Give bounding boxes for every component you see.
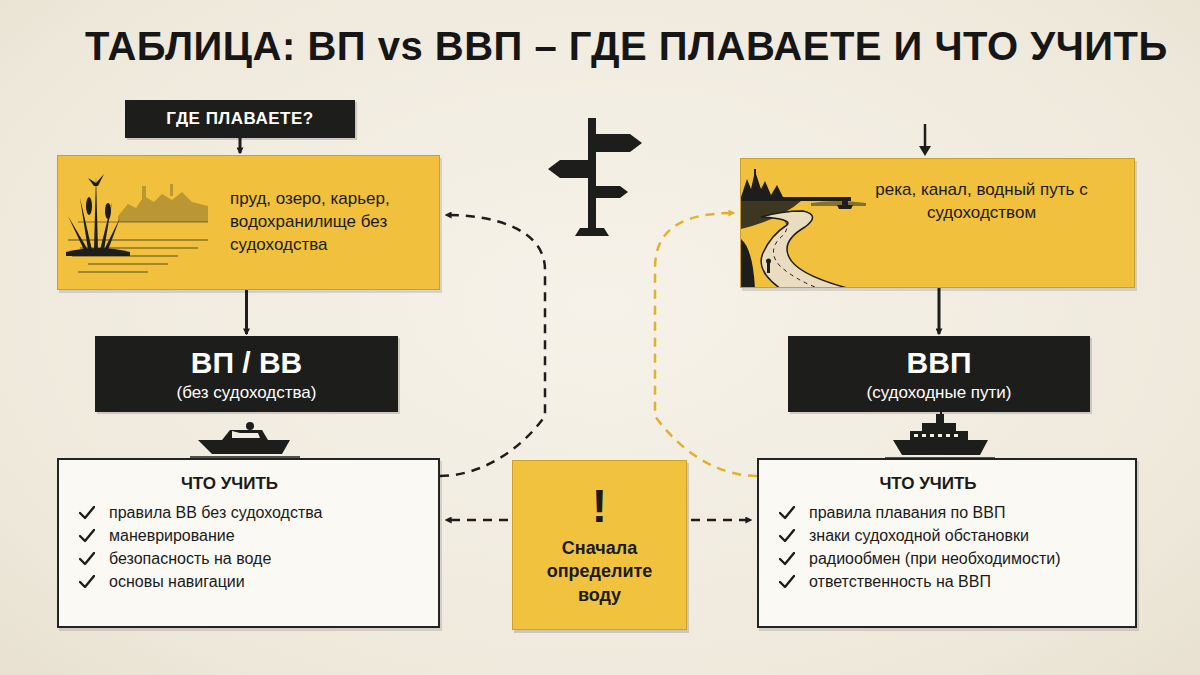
box-label: ВВП bbox=[907, 346, 972, 379]
list-heading: ЧТО УЧИТЬ bbox=[779, 474, 1117, 494]
study-list-box: ЧТО УЧИТЬ правила плавания по ВВП знаки су… bbox=[757, 458, 1137, 628]
box-label: ГДЕ ПЛАВАЕТЕ? bbox=[166, 109, 313, 129]
box-text: пруд, озеро, карьер, водохранилище без с… bbox=[230, 188, 429, 257]
study-list-box: ЧТО УЧИТЬ правила ВВ без судоходства манев… bbox=[57, 458, 440, 628]
entry-arrow bbox=[919, 124, 931, 156]
list-item: радиообмен (при необходимости) bbox=[809, 550, 1061, 568]
check-mark bbox=[79, 575, 95, 589]
exclamation-mark: ! bbox=[592, 483, 607, 529]
list-heading: ЧТО УЧИТЬ bbox=[79, 474, 420, 494]
check-mark bbox=[779, 575, 795, 589]
title: ТАБЛИЦА: ВП vs ВВП – ГДЕ ПЛАВАЕТЕ И ЧТО … bbox=[85, 24, 1168, 69]
list-row: ответственность на ВВП bbox=[779, 573, 1117, 591]
water-box: река, канал, водный путь с судоходством bbox=[740, 158, 1135, 288]
arrow-connector bbox=[239, 138, 242, 153]
list-item: правила ВВ без судоходства bbox=[109, 504, 322, 522]
lake-illustration bbox=[58, 156, 233, 290]
check-mark bbox=[79, 529, 95, 543]
check-mark bbox=[79, 552, 95, 566]
river-road bbox=[761, 211, 851, 288]
question-box: ГДЕ ПЛАВАЕТЕ? bbox=[125, 100, 355, 138]
ship-icon bbox=[885, 406, 995, 458]
dashed-connector bbox=[446, 519, 508, 522]
list-row: безопасность на воде bbox=[79, 550, 420, 568]
list-item: безопасность на воде bbox=[109, 550, 271, 568]
list-item: маневрирование bbox=[109, 527, 235, 545]
box-label: ВП / ВВ bbox=[191, 346, 303, 379]
list-item: основы навигации bbox=[109, 573, 245, 591]
dashed-connector bbox=[440, 215, 545, 476]
check-mark bbox=[779, 506, 795, 520]
note-box: ! Сначала определите воду bbox=[512, 460, 687, 630]
dashed-connector bbox=[655, 213, 757, 476]
list-row: основы навигации bbox=[79, 573, 420, 591]
list-row: правила ВВ без судоходства bbox=[79, 504, 420, 522]
motorboat-icon bbox=[190, 422, 300, 457]
category-box: ВВП (судоходные пути) bbox=[788, 336, 1090, 412]
box-sublabel: (без судоходства) bbox=[177, 383, 317, 403]
check-mark bbox=[79, 506, 95, 520]
list-item: ответственность на ВВП bbox=[809, 573, 991, 591]
list-item: правила плавания по ВВП bbox=[809, 504, 1005, 522]
water-box: пруд, озеро, карьер, водохранилище без с… bbox=[57, 155, 440, 290]
reed-silhouette bbox=[66, 174, 130, 256]
category-box: ВП / ВВ (без судоходства) bbox=[95, 336, 398, 412]
box-text: река, канал, водный путь с судоходством bbox=[841, 179, 1122, 225]
note-text: Сначала определите воду bbox=[527, 537, 672, 607]
arrow-connector bbox=[245, 290, 248, 334]
list-row: радиообмен (при необходимости) bbox=[779, 550, 1117, 568]
check-mark bbox=[779, 552, 795, 566]
list-item: знаки судоходной обстановки bbox=[809, 527, 1029, 545]
check-mark bbox=[779, 529, 795, 543]
list-row: маневрирование bbox=[79, 527, 420, 545]
list-row: знаки судоходной обстановки bbox=[779, 527, 1117, 545]
dashed-connector bbox=[691, 519, 751, 522]
river-illustration bbox=[741, 159, 911, 288]
signpost-icon bbox=[548, 118, 642, 236]
list-row: правила плавания по ВВП bbox=[779, 504, 1117, 522]
box-sublabel: (судоходные пути) bbox=[866, 383, 1011, 403]
arrow-connector bbox=[938, 288, 941, 334]
